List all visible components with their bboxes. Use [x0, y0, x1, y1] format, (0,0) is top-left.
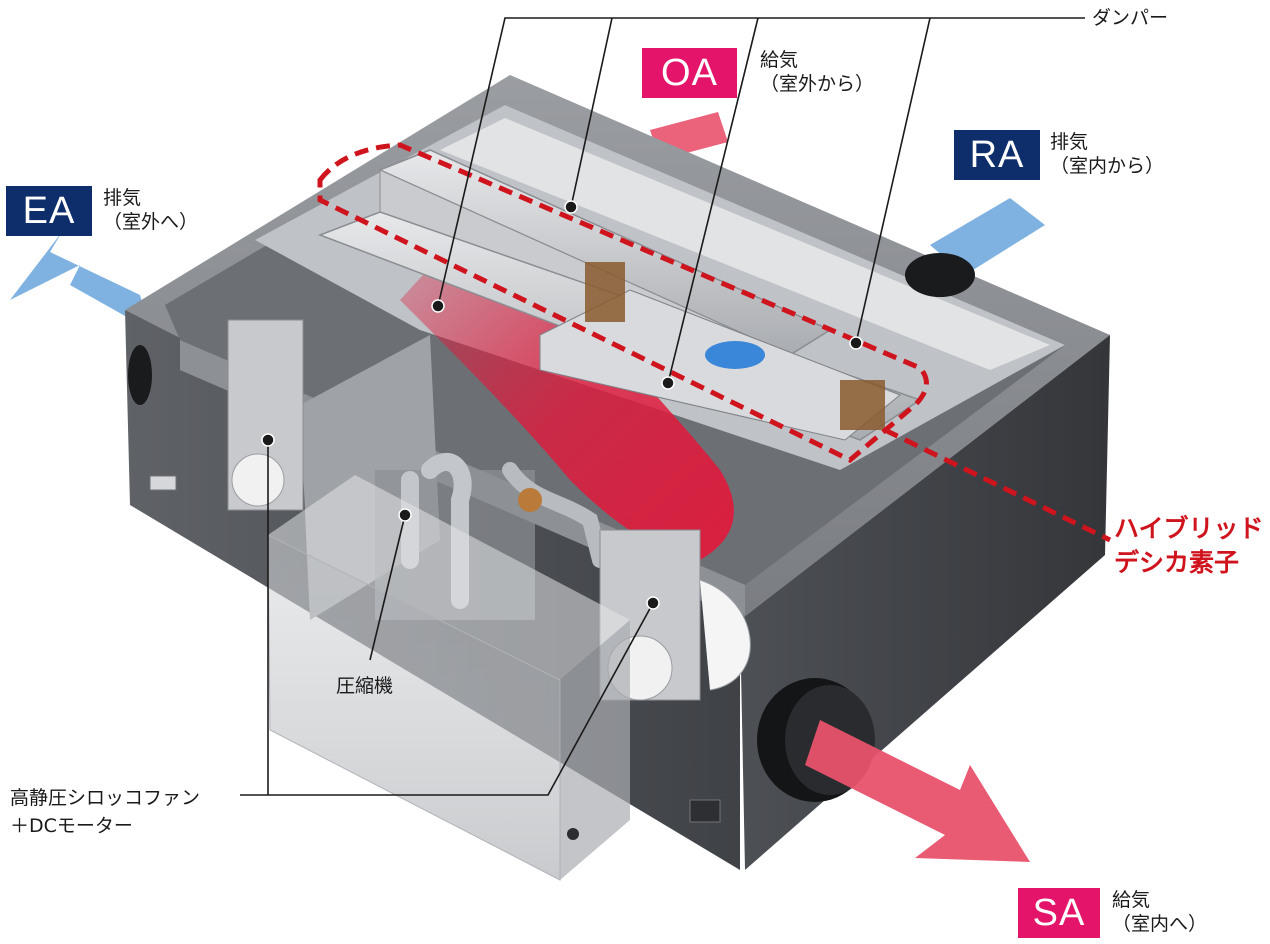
fan-label-line1: 高静圧シロッコファン	[10, 787, 201, 809]
ea-label-line2: （室外へ）	[103, 211, 199, 233]
sa-label: 給気 （室内へ）	[1112, 888, 1207, 936]
ea-exhaust-arrow	[10, 232, 150, 330]
sa-supply-arrow	[805, 720, 1030, 862]
oa-badge: OA	[642, 48, 737, 98]
mounting-brackets	[149, 475, 721, 823]
oa-label: 給気 （室外から）	[760, 48, 874, 96]
oa-label-line2: （室外から）	[760, 73, 875, 95]
fan-left	[227, 319, 304, 511]
oa-label-line1: 給気	[760, 49, 799, 71]
sa-label-line2: （室内へ）	[1112, 913, 1208, 935]
ra-badge: RA	[954, 130, 1040, 180]
ra-label-line1: 排気	[1050, 131, 1089, 153]
transparent-cover	[267, 475, 630, 881]
sa-badge: SA	[1018, 888, 1100, 938]
hybrid-element-label-line2: デシカ素子	[1114, 548, 1240, 577]
hybrid-element-label-line1: ハイブリッド	[1114, 514, 1264, 543]
ea-label-line1: 排気	[103, 187, 142, 209]
ea-duct	[128, 345, 152, 405]
fan-label: 高静圧シロッコファン ＋DCモーター	[10, 784, 200, 840]
damper-label: ダンパー	[1092, 7, 1169, 29]
copper-piping	[585, 262, 885, 430]
blue-sensor	[705, 341, 765, 369]
ra-duct	[905, 253, 975, 297]
hybrid-element-label: ハイブリッド デシカ素子	[1114, 512, 1264, 580]
leader-dots	[261, 200, 863, 610]
hybrid-element-highlight	[317, 142, 1112, 543]
ra-intake-arrow	[930, 198, 1045, 275]
ea-badge: EA	[6, 186, 92, 236]
fan-label-line2: ＋DCモーター	[10, 815, 133, 837]
leader-lines	[240, 17, 1085, 796]
compressor-label: 圧縮機	[336, 675, 394, 697]
supply-air-flow	[400, 240, 734, 560]
ra-label: 排気 （室内から）	[1050, 130, 1164, 178]
ea-label: 排気 （室外へ）	[103, 186, 198, 234]
ra-label-line2: （室内から）	[1050, 155, 1165, 177]
sa-label-line1: 給気	[1112, 889, 1151, 911]
